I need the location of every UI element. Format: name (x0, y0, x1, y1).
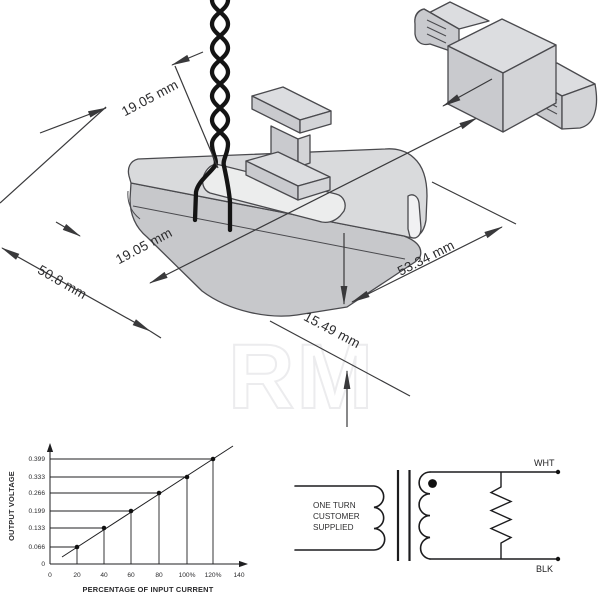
x-tick: 20 (73, 572, 81, 579)
burden-resistor (489, 472, 513, 559)
secondary-winding (418, 471, 431, 560)
terminal-dot-blk (555, 556, 561, 562)
assembled-end-block-left (414, 1, 490, 55)
assembled-center-cube (447, 18, 557, 133)
core-left-seam-arc (127, 190, 141, 220)
primary-label-line1: ONE TURN (313, 501, 356, 510)
x-tick: 0 (48, 572, 52, 579)
x-tick: 80 (155, 572, 163, 579)
linearity-chart: 0.399 0.333 0.266 0.199 0.133 0.066 0 0 … (7, 443, 248, 594)
dimension-label-top-window: 19.05 mm (119, 77, 180, 119)
dimension-label-depth: 50.8 mm (35, 262, 89, 302)
y-tick: 0.066 (28, 544, 45, 551)
primary-label-line2: CUSTOMER (313, 512, 360, 521)
core-isometric-view (127, 0, 428, 317)
y-tick: 0.333 (28, 474, 45, 481)
polarity-dot (428, 479, 437, 488)
winding-schematic: ONE TURN CUSTOMER SUPPLIED WHT BLK (294, 458, 561, 574)
chart-y-axis-title: OUTPUT VOLTAGE (7, 471, 16, 541)
y-tick: 0.133 (28, 525, 45, 532)
x-tick: 140 (233, 572, 244, 579)
x-tick: 100% (179, 572, 196, 579)
core-end-groove (407, 194, 422, 239)
primary-winding (294, 485, 386, 551)
wht-terminal-label: WHT (534, 458, 555, 468)
x-tick: 120% (205, 572, 222, 579)
x-tick: 40 (100, 572, 108, 579)
chart-x-axis-title: PERCENTAGE OF INPUT CURRENT (83, 585, 214, 594)
assembled-pointer-arrow (442, 78, 493, 107)
terminal-dot-wht (555, 469, 561, 475)
y-tick: 0.199 (28, 508, 45, 515)
y-tick: 0.266 (28, 490, 45, 497)
blk-terminal-label: BLK (536, 564, 553, 574)
transformer-core-bars (396, 470, 411, 561)
chart-trend-line (61, 445, 234, 558)
y-tick: 0 (41, 561, 45, 568)
chart-data-points (74, 456, 216, 550)
x-tick: 60 (127, 572, 135, 579)
y-tick: 0.399 (28, 456, 45, 463)
primary-label-line3: SUPPLIED (313, 523, 354, 532)
assembled-isometric-view (414, 1, 598, 133)
